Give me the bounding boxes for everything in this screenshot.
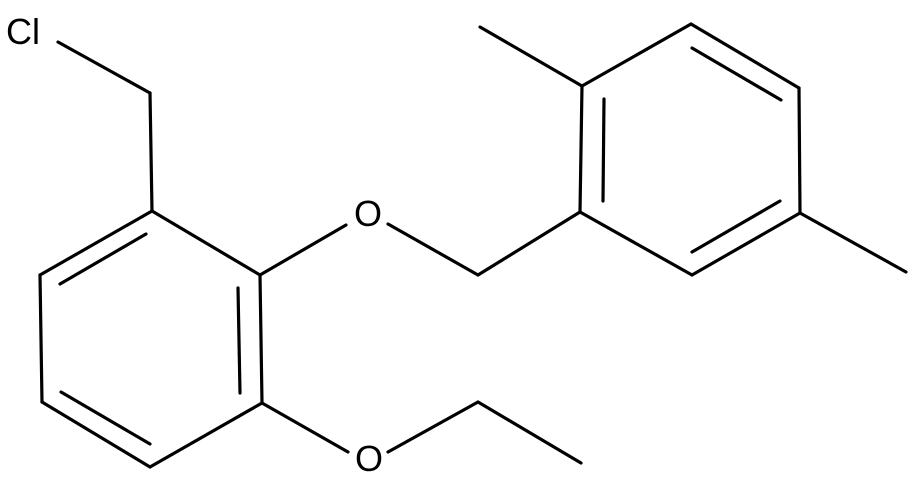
bond-ch2-ring2 <box>476 210 582 277</box>
bond-ch2-ring <box>148 91 154 213</box>
bond-ch2-ch3 <box>476 400 583 465</box>
ring1-bond-5 <box>258 273 264 405</box>
bond-o2-ch2 <box>386 400 480 454</box>
ring1-bond-6 <box>150 209 262 277</box>
ring2-bond-3-inner <box>690 46 783 102</box>
ring1-bond-3-inner <box>59 390 152 446</box>
ring2-bond-2 <box>580 22 693 88</box>
ring2-bond-5 <box>690 211 802 277</box>
bond-o1-ch2 <box>386 222 480 277</box>
ring1-bond-1-inner <box>58 232 148 286</box>
chlorine-atom-label: Cl <box>6 11 40 52</box>
bond-methyl-top <box>478 25 584 88</box>
bond-cl-ch2 <box>56 40 152 95</box>
ring2-bond-6 <box>578 210 694 277</box>
ring1-bond-5-inner <box>236 286 242 395</box>
bond-ring-o2 <box>260 401 350 454</box>
ring2-bond-4 <box>797 86 802 215</box>
ring2-bond-3 <box>689 22 801 90</box>
ethoxy-oxygen-label: O <box>355 438 383 479</box>
ring1-bond-2 <box>38 273 44 404</box>
ring1-bond-3 <box>40 400 152 469</box>
ring2-bond-1 <box>578 84 584 214</box>
ring2-bond-1-inner <box>601 97 606 203</box>
bond-ring-o1 <box>258 223 348 277</box>
ether-oxygen-label: O <box>354 193 382 234</box>
ring2-bond-5-inner <box>690 199 782 254</box>
ring1-bond-1 <box>38 209 154 277</box>
ring1-bond-4 <box>148 401 264 469</box>
bond-methyl-right <box>798 211 908 274</box>
